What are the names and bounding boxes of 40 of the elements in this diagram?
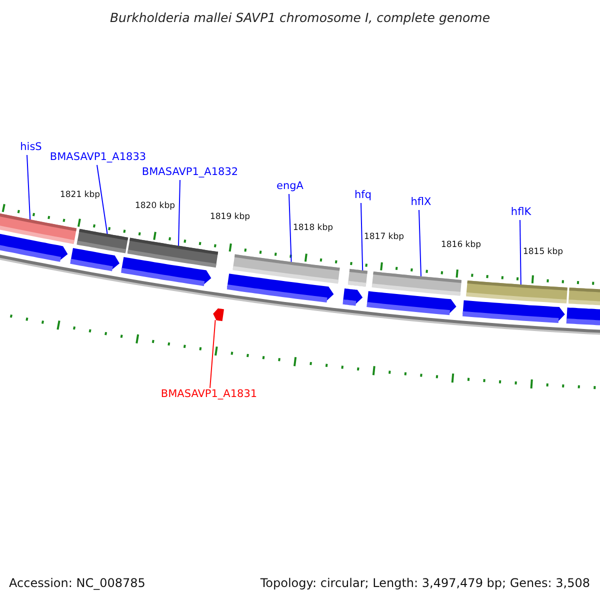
gene-label: hfq [354,189,372,202]
leader-line [96,164,108,234]
gene-feature-bar [466,280,568,304]
gene-label: BMASAVP1_A1833 [50,151,146,164]
map-info: Accession: NC_008785 [9,576,146,590]
scale-label: 1820 kbp [134,201,176,212]
leader-line [418,210,422,277]
gene-feature-bar [76,228,128,254]
gene-label: hisS [20,141,42,154]
leader-line [26,154,31,220]
gene-feature-block [566,308,600,326]
scale-label: 1816 kbp [440,240,482,251]
gene-feature-bar [568,288,600,306]
leader-line [178,180,180,246]
scale-label: 1818 kbp [292,223,334,234]
map-title: Burkholderia mallei SAVP1 chromosome I, complete genome [108,10,492,25]
gene-feature-block [226,274,334,302]
leader-line [520,220,522,285]
map-info: Topology: circular; Length: 3,497,479 bp; Genes: 3,508 [260,576,590,590]
gene-feature-block [462,300,565,323]
gene-feature-block [366,291,456,316]
leader-line [360,202,364,271]
leader-line [288,194,292,262]
gene-label: BMASAVP1_A1831 [160,388,258,401]
leader-line [210,320,216,388]
gene-feature-block [70,248,120,272]
gene-label: hflX [410,196,432,209]
scale-label: 1817 kbp [364,232,404,243]
gene-feature-block [342,288,363,306]
gene-label: hflK [510,206,532,219]
gene-label: engA [276,180,304,193]
scale-label: 1821 kbp [60,190,100,201]
gene-feature-bar [348,268,368,287]
scale-label: 1819 kbp [210,212,250,223]
gene-feature-block [0,232,68,262]
gene-feature-block [121,257,212,286]
gene-feature-block [213,308,224,322]
gene-label: BMASAVP1_A1832 [142,166,238,179]
scale-label: 1815 kbp [522,247,564,258]
gene-feature-bar [372,272,462,296]
